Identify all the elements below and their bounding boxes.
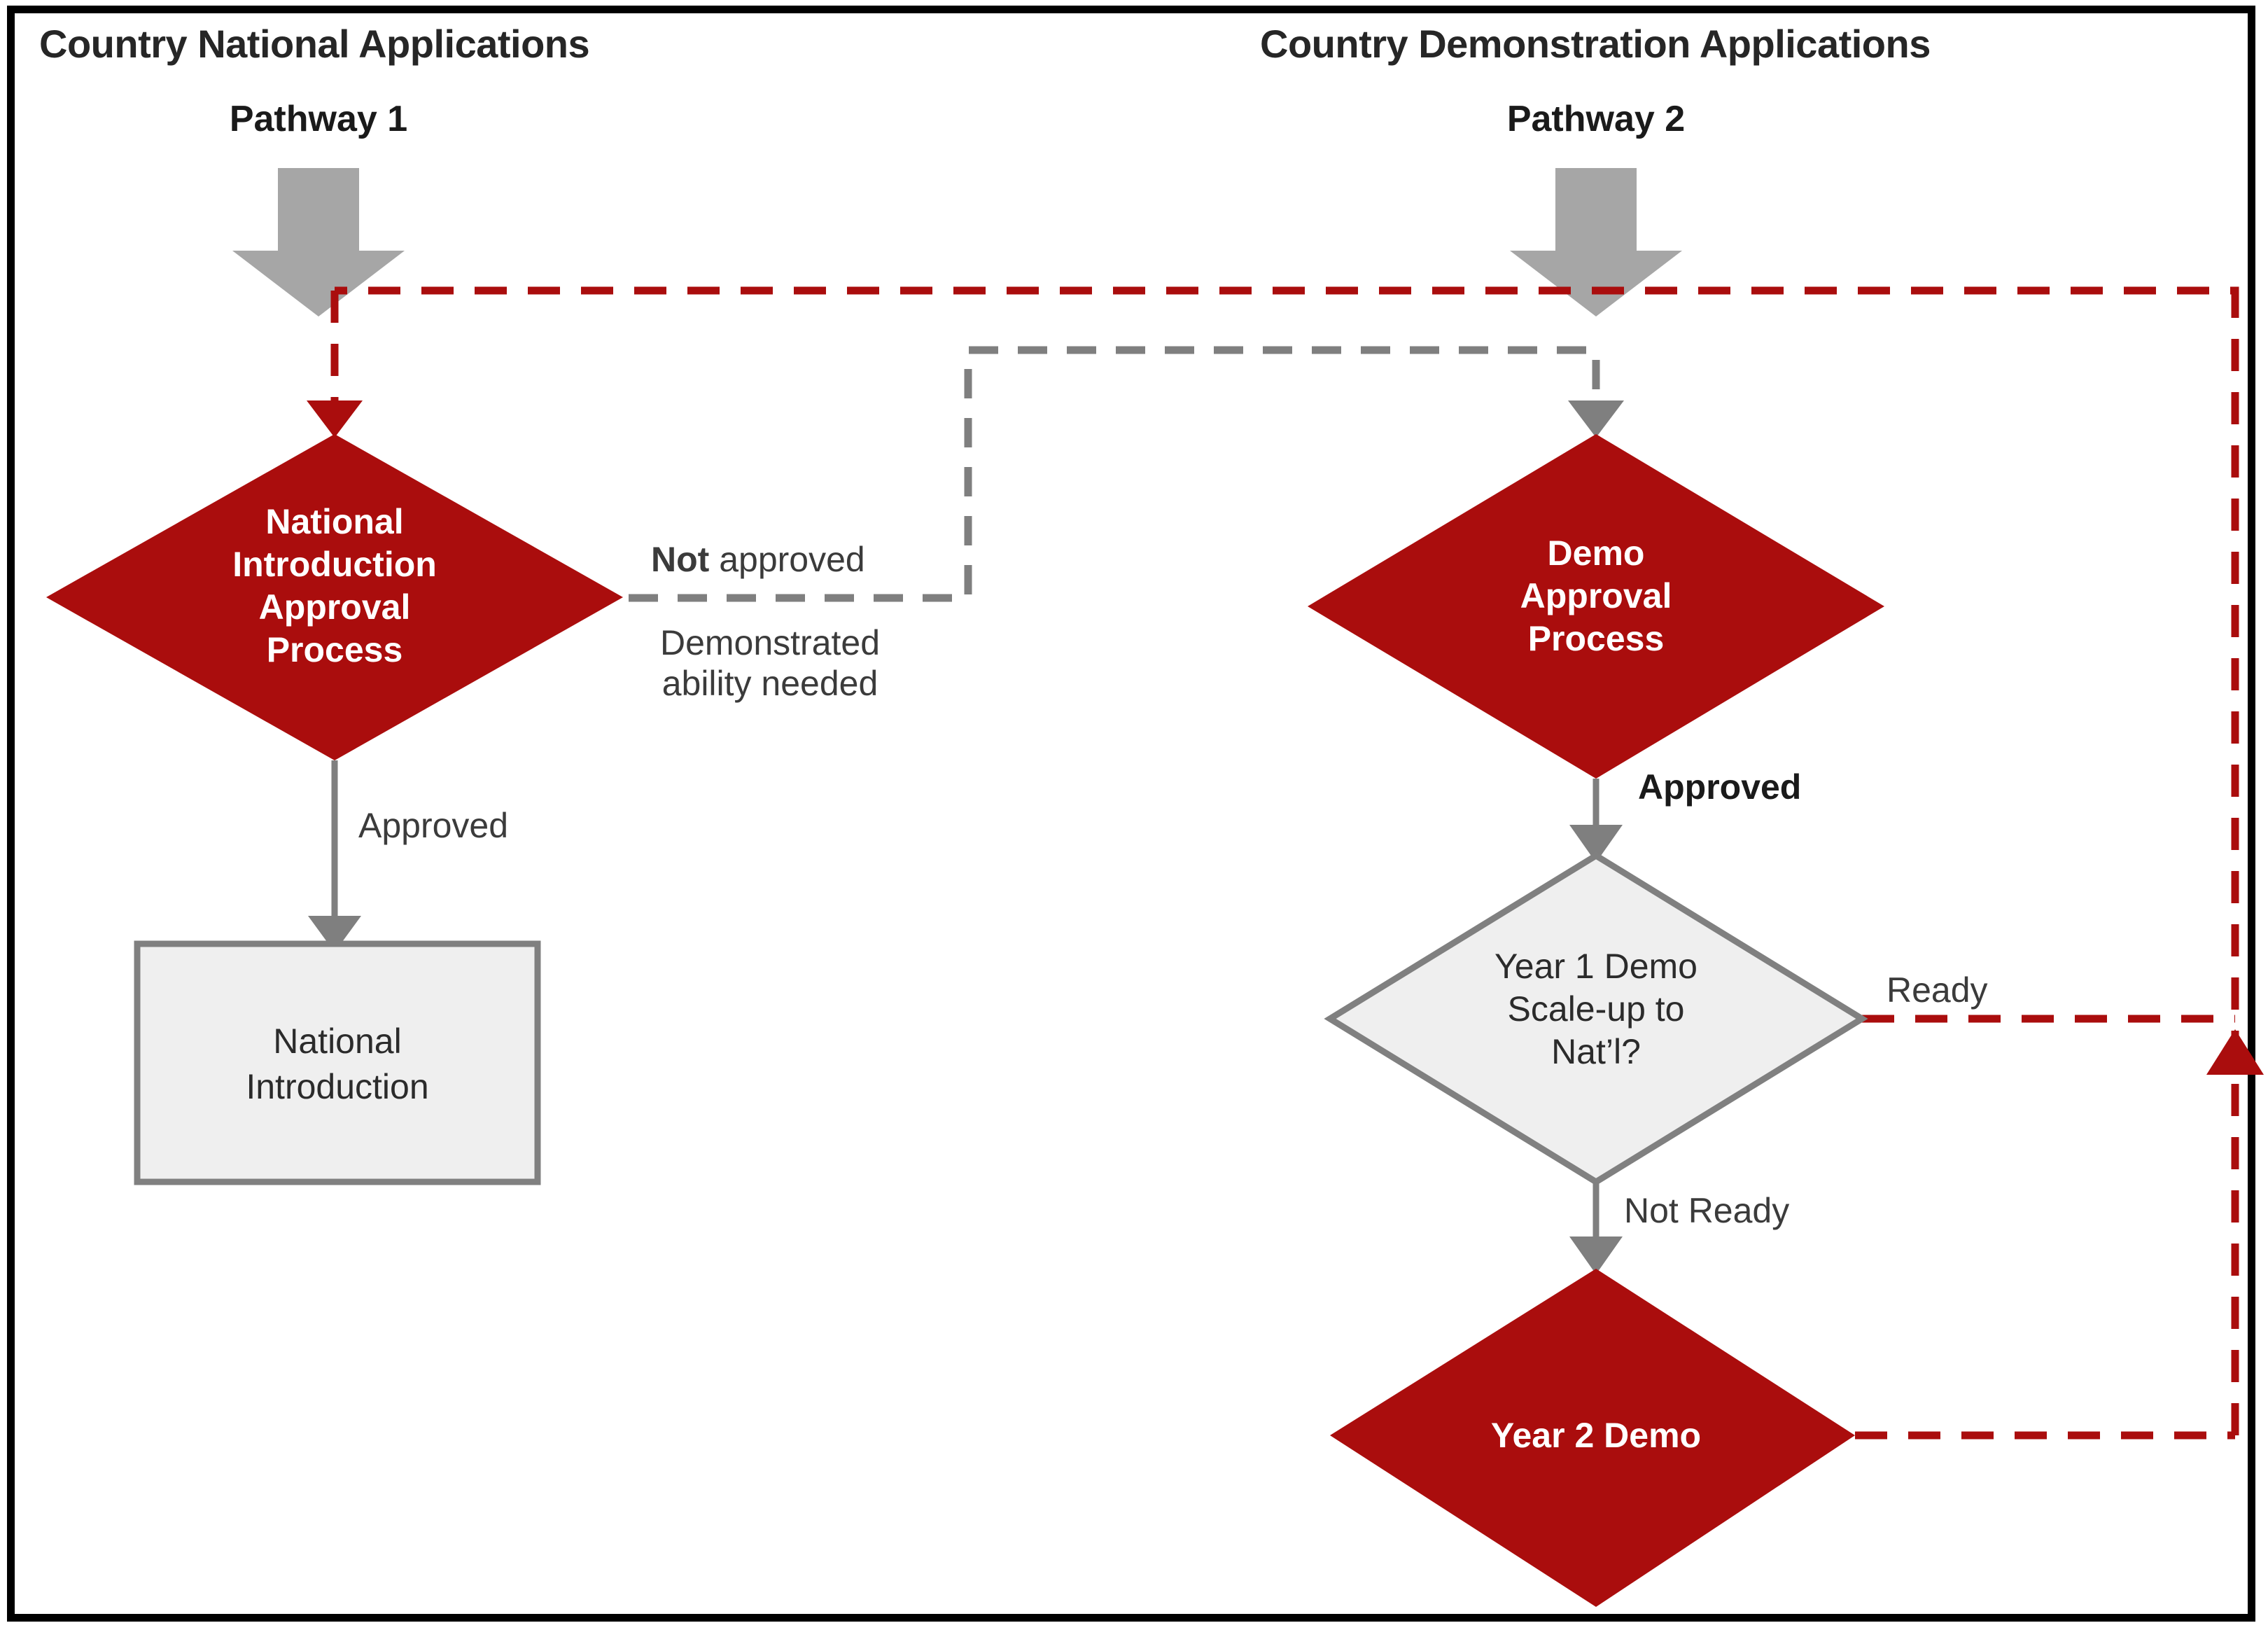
pathway-2-label: Pathway 2 bbox=[1506, 99, 1686, 139]
demonstrated-ability-label: Demonstrated ability needed bbox=[616, 623, 924, 704]
not-approved-bold-word: Not bbox=[651, 540, 710, 579]
ready-label: Ready bbox=[1886, 970, 1988, 1010]
approved-left-label: Approved bbox=[358, 806, 509, 845]
not-ready-label: Not Ready bbox=[1624, 1191, 1790, 1230]
pathway2-block-arrow bbox=[1510, 168, 1682, 316]
node-year1-demo-decision[interactable] bbox=[1324, 851, 1868, 1186]
node-year2-demo[interactable] bbox=[1330, 1269, 1855, 1607]
red-feedback-loop bbox=[307, 286, 2264, 1440]
approved-right-label: Approved bbox=[1638, 767, 1802, 807]
diagram-frame bbox=[7, 6, 2255, 1622]
not-approved-rest-word: approved bbox=[709, 540, 865, 579]
national-introduction-line1: National bbox=[273, 1022, 402, 1061]
edge-not-ready bbox=[1569, 1182, 1623, 1274]
column-title-right: Country Demonstration Applications bbox=[1260, 22, 1931, 66]
node-national-approval-process[interactable] bbox=[46, 434, 623, 760]
national-introduction-label: National Introduction bbox=[137, 1019, 538, 1110]
not-approved-label: Not approved bbox=[651, 539, 865, 580]
pathway-1-label: Pathway 1 bbox=[229, 99, 408, 139]
pathway1-block-arrow bbox=[232, 168, 405, 316]
node-demo-approval-process[interactable] bbox=[1308, 434, 1884, 779]
demonstrated-line1: Demonstrated bbox=[659, 623, 881, 662]
edge-approved-right bbox=[1569, 779, 1623, 863]
demonstrated-line2: ability needed bbox=[662, 663, 878, 703]
edge-approved-left bbox=[308, 760, 361, 952]
node-national-introduction-box[interactable] bbox=[134, 940, 541, 1185]
national-introduction-line2: Introduction bbox=[246, 1067, 429, 1106]
column-title-left: Country National Applications bbox=[39, 22, 590, 66]
not-approved-path bbox=[580, 346, 1624, 602]
